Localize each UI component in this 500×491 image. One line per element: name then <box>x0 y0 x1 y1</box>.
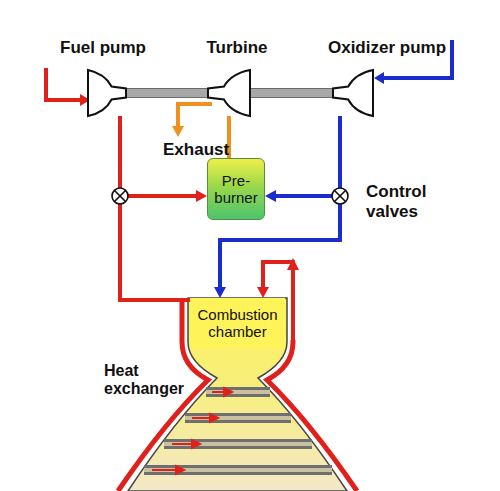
cooling-jacket <box>267 340 357 491</box>
preburner-box: Pre- burner <box>207 158 265 220</box>
control-valve <box>112 188 128 204</box>
fuel-inlet <box>46 68 82 100</box>
arrowhead <box>196 190 207 202</box>
pump-outline <box>88 70 126 116</box>
flow-arrowhead <box>172 126 184 137</box>
exhaust-line <box>178 104 212 128</box>
flow-line <box>274 116 340 196</box>
combustion-chamber: Combustion chamber <box>190 298 285 348</box>
box-label: Pre- burner <box>211 172 261 207</box>
drive-shaft <box>248 93 335 94</box>
pump-outline <box>208 70 250 116</box>
pump-outline <box>333 70 373 116</box>
drive-shaft <box>248 89 335 97</box>
drive-shaft <box>124 93 210 94</box>
fuel-pump: Fuel pump <box>88 70 126 116</box>
flow-arrowhead <box>374 72 384 84</box>
oxidizer-pump: Oxidizer pump <box>333 70 373 116</box>
drive-shaft <box>124 89 210 97</box>
part-name: Turbine <box>206 38 267 58</box>
pump-outline <box>208 70 250 116</box>
part-name: Oxidizer pump <box>328 38 446 58</box>
heat-exchanger-label: Heat exchanger <box>104 362 188 399</box>
pump-outline <box>88 70 126 116</box>
valve-label: Control valves <box>366 182 476 221</box>
flow-arrowhead <box>287 258 299 270</box>
flow-arrowhead <box>257 287 269 298</box>
heat-exchanger-bands <box>144 387 332 475</box>
shaft-outline <box>248 88 335 98</box>
pump-outline <box>333 70 373 116</box>
arrowhead <box>214 287 226 298</box>
box-label: Combustion chamber <box>193 306 282 341</box>
exhaust-label: Exhaust <box>163 140 229 160</box>
arrowhead <box>265 190 276 202</box>
flow-line <box>265 116 340 202</box>
shaft-outline <box>124 88 210 98</box>
part-name: Fuel pump <box>60 38 146 58</box>
control-valve <box>332 188 348 204</box>
turbine: Turbine <box>208 70 250 116</box>
